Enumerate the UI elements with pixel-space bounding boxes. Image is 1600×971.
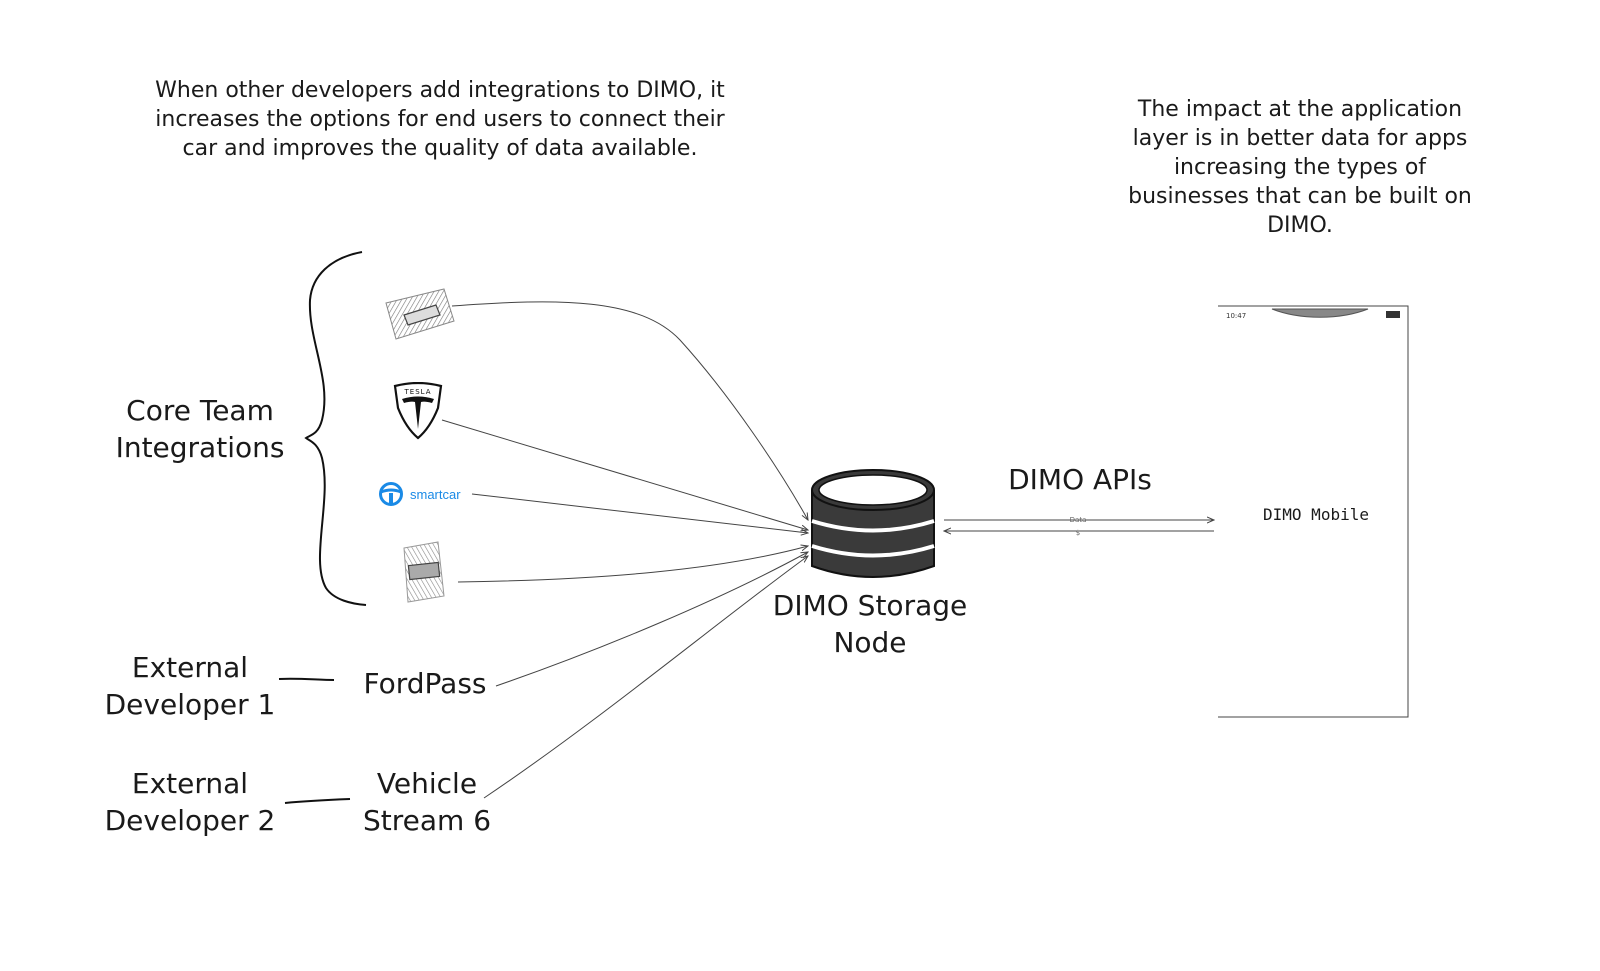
connector-fordpass — [495, 552, 808, 687]
external-developer-2-label: External Developer 2 — [104, 767, 276, 837]
smartcar-text: smartcar — [410, 486, 461, 502]
steering-wheel-icon — [379, 482, 403, 506]
storage-node-label: DIMO Storage Node — [772, 589, 968, 659]
core-team-label: Core Team Integrations — [115, 394, 285, 464]
tesla-badge-text: TESLA — [404, 388, 432, 396]
api-arrow-glyph: $ — [1076, 529, 1080, 537]
left-note: When other developers add integrations t… — [155, 78, 725, 162]
dimo-apis-label: DIMO APIs — [1008, 463, 1152, 496]
smartcar-logo: smartcar — [378, 481, 461, 507]
fordpass-label: FordPass — [363, 667, 487, 700]
vehicle-stream-label: Vehicle Stream 6 — [362, 767, 492, 837]
api-arrow-label: Data — [1070, 516, 1087, 524]
external-developer-1-label: External Developer 1 — [104, 651, 276, 721]
dash-external-2 — [284, 798, 351, 804]
database-icon — [811, 469, 935, 578]
core-team-brace — [304, 251, 367, 606]
connector-vehicle-stream — [483, 556, 808, 799]
obd-device-2-icon — [403, 541, 445, 603]
phone-notch — [1271, 308, 1369, 318]
connector-smartcar — [471, 493, 808, 533]
right-note: The impact at the application layer is i… — [1128, 97, 1472, 239]
phone-frame — [1218, 305, 1409, 718]
connector-obd-device-1 — [451, 301, 808, 520]
connector-tesla — [441, 419, 808, 530]
connector-obd-device-2 — [457, 546, 808, 583]
dimo-mobile-label: DIMO Mobile — [1263, 505, 1369, 524]
tesla-logo-icon: TESLA — [393, 382, 443, 440]
phone-status-time: 10:47 — [1226, 312, 1246, 320]
obd-device-icon — [385, 288, 455, 340]
battery-icon — [1386, 311, 1400, 318]
dash-external-1 — [278, 677, 335, 681]
